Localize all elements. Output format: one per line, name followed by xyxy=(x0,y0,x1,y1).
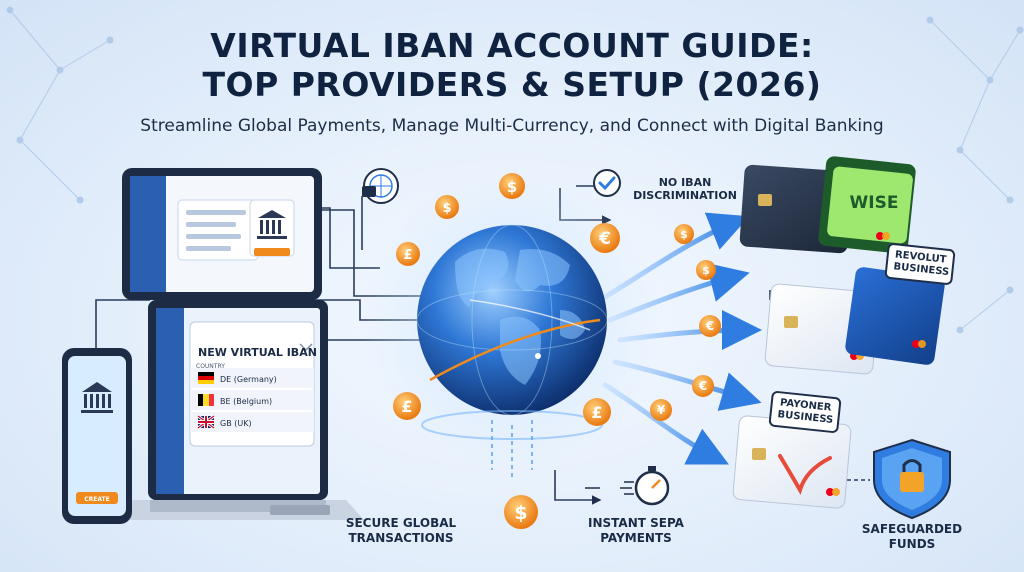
form-heading: NEW VIRTUAL IBAN xyxy=(198,346,317,359)
wise-logo: WISE xyxy=(850,193,899,213)
page-subtitle: Streamline Global Payments, Manage Multi… xyxy=(140,116,884,136)
secure-line-2: TRANSACTIONS xyxy=(348,531,454,545)
instant-sepa-payments-label: INSTANT SEPA PAYMENTS xyxy=(580,516,692,546)
page-title: VIRTUAL IBAN ACCOUNT GUIDE: TOP PROVIDER… xyxy=(0,26,1024,104)
secure-line-1: SECURE GLOBAL xyxy=(345,516,457,530)
card-revolut-blue xyxy=(845,267,945,365)
country-label: COUNTRY xyxy=(196,363,225,370)
coin-symbol: $ xyxy=(514,502,527,524)
euro-coin-icon xyxy=(692,375,714,397)
coin-symbol: ¥ xyxy=(657,403,666,417)
shield-lock-icon xyxy=(873,438,951,520)
euro-coin-icon xyxy=(590,223,620,253)
stopwatch-icon xyxy=(620,466,670,506)
pound-coin-icon xyxy=(393,392,421,420)
check-circle-icon xyxy=(593,169,621,197)
network-decoration xyxy=(6,6,1024,334)
coin-symbol: £ xyxy=(401,397,412,416)
phone-bank-icon xyxy=(81,382,113,413)
flag-belgium-icon xyxy=(198,394,214,406)
safeguarded-funds-label: SAFEGUARDED FUNDS xyxy=(856,522,968,552)
coin-symbol: £ xyxy=(403,248,412,263)
no-iban-line-2: DISCRIMINATION xyxy=(633,189,737,202)
pound-coin-icon xyxy=(583,398,611,426)
country-option-be[interactable]: BE (Belgium) xyxy=(220,397,272,406)
country-option-de[interactable]: DE (Germany) xyxy=(220,375,277,384)
coin-symbol: $ xyxy=(680,228,688,241)
currency-coins xyxy=(393,173,721,529)
smartphone xyxy=(62,348,132,524)
card-payoneer xyxy=(732,415,852,509)
title-line-2: TOP PROVIDERS & SETUP (2026) xyxy=(202,65,822,104)
coin-symbol: $ xyxy=(702,264,710,277)
title-line-1: VIRTUAL IBAN ACCOUNT GUIDE: xyxy=(210,26,814,65)
dollar-coin-icon xyxy=(504,495,538,529)
no-iban-line-1: NO IBAN xyxy=(658,176,712,189)
revolut-business-callout: REVOLUT BUSINESS xyxy=(884,242,956,286)
euro-coin-icon xyxy=(699,315,721,337)
coin-symbol: € xyxy=(598,229,611,249)
card-wise xyxy=(818,156,916,254)
coin-symbol: £ xyxy=(591,403,602,422)
globe-chat-icon xyxy=(362,168,399,204)
safe-line-2: FUNDS xyxy=(888,537,936,551)
world-globe xyxy=(416,224,608,416)
coin-symbol: $ xyxy=(507,178,517,196)
secure-global-transactions-label: SECURE GLOBAL TRANSACTIONS xyxy=(336,516,466,546)
dollar-coin-icon xyxy=(435,195,459,219)
dollar-coin-icon xyxy=(499,173,525,199)
coin-symbol: $ xyxy=(442,201,451,216)
coin-symbol: € xyxy=(705,319,714,333)
dollar-coin-icon xyxy=(674,224,694,244)
pound-coin-icon xyxy=(396,242,420,266)
no-iban-discrimination-label: NO IBAN DISCRIMINATION xyxy=(626,176,744,202)
coin-symbol: € xyxy=(698,379,707,393)
laptop xyxy=(112,300,364,520)
monitor-banking-app xyxy=(122,168,322,300)
flow-arrows xyxy=(358,212,762,465)
sepa-line-1: INSTANT SEPA xyxy=(588,516,684,530)
flag-germany-icon xyxy=(198,372,214,384)
data-streams xyxy=(491,420,533,480)
sepa-line-2: PAYMENTS xyxy=(600,531,672,545)
safe-line-1: SAFEGUARDED xyxy=(861,522,963,536)
payoneer-business-callout: PAYONER BUSINESS xyxy=(768,390,842,434)
dollar-coin-icon xyxy=(696,260,716,280)
phone-create-button[interactable]: CREATE xyxy=(84,496,110,503)
country-option-gb[interactable]: GB (UK) xyxy=(220,419,252,428)
bank-icon xyxy=(257,210,287,239)
flag-uk-icon xyxy=(197,414,215,430)
yen-coin-icon xyxy=(650,399,672,421)
